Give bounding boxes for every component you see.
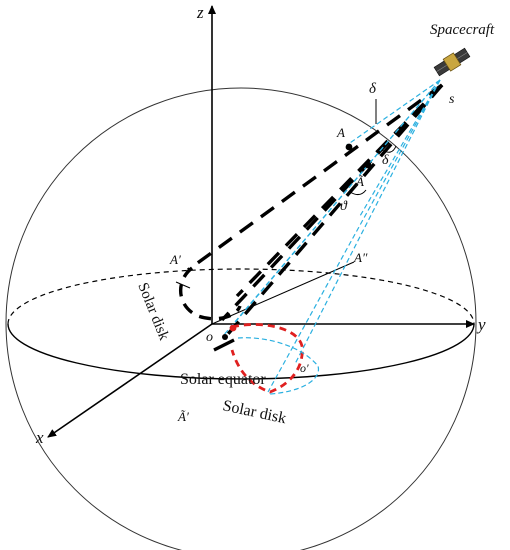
x-axis-label: x xyxy=(35,428,44,447)
delta-top-label: δ xyxy=(369,81,377,97)
solar-disk-lower-mark xyxy=(213,338,235,352)
y-axis-label: y xyxy=(476,315,486,334)
s-label: s xyxy=(449,92,455,107)
x-axis xyxy=(47,323,213,438)
a-tilde-label: Ã xyxy=(355,174,364,189)
solar-disk-shape xyxy=(178,266,242,321)
a-prime-tilde-label: Ã′ xyxy=(177,409,189,424)
point-o xyxy=(222,334,228,340)
equator-ellipse-front xyxy=(7,323,475,380)
solar-disk-left-pointer xyxy=(175,281,191,289)
solar-equator-label: Solar equator xyxy=(180,371,266,388)
blue-projection-lines xyxy=(222,79,441,393)
point-o-red xyxy=(229,324,237,332)
solar-disk-left-label: Solar disk xyxy=(134,281,172,343)
spacecraft-label: Spacecraft xyxy=(430,22,495,38)
a-prime-label: A′ xyxy=(169,252,181,267)
o-label: o xyxy=(206,330,213,345)
black-cone-lines xyxy=(186,83,444,336)
projected-equator-arc xyxy=(237,337,319,395)
spacecraft-icon xyxy=(433,47,471,77)
z-axis-label: z xyxy=(196,3,204,22)
a-double-prime-axis xyxy=(211,261,355,325)
a-double-prime-label: A″ xyxy=(353,250,368,265)
theta-angle-arc xyxy=(349,189,367,196)
projected-solar-disk xyxy=(230,323,304,394)
theta-label: ϑ xyxy=(340,199,348,214)
a-label: A xyxy=(336,125,345,140)
solar-disk-bottom-label: Solar disk xyxy=(221,397,288,427)
celestial-sphere xyxy=(5,87,477,550)
delta-angle-arc xyxy=(381,145,397,153)
delta-side-label: δ xyxy=(382,153,389,168)
point-A-tilde xyxy=(364,161,372,169)
equator-ellipse-back xyxy=(7,268,475,325)
o-prime-label: o′ xyxy=(300,361,309,375)
point-A xyxy=(345,143,353,151)
